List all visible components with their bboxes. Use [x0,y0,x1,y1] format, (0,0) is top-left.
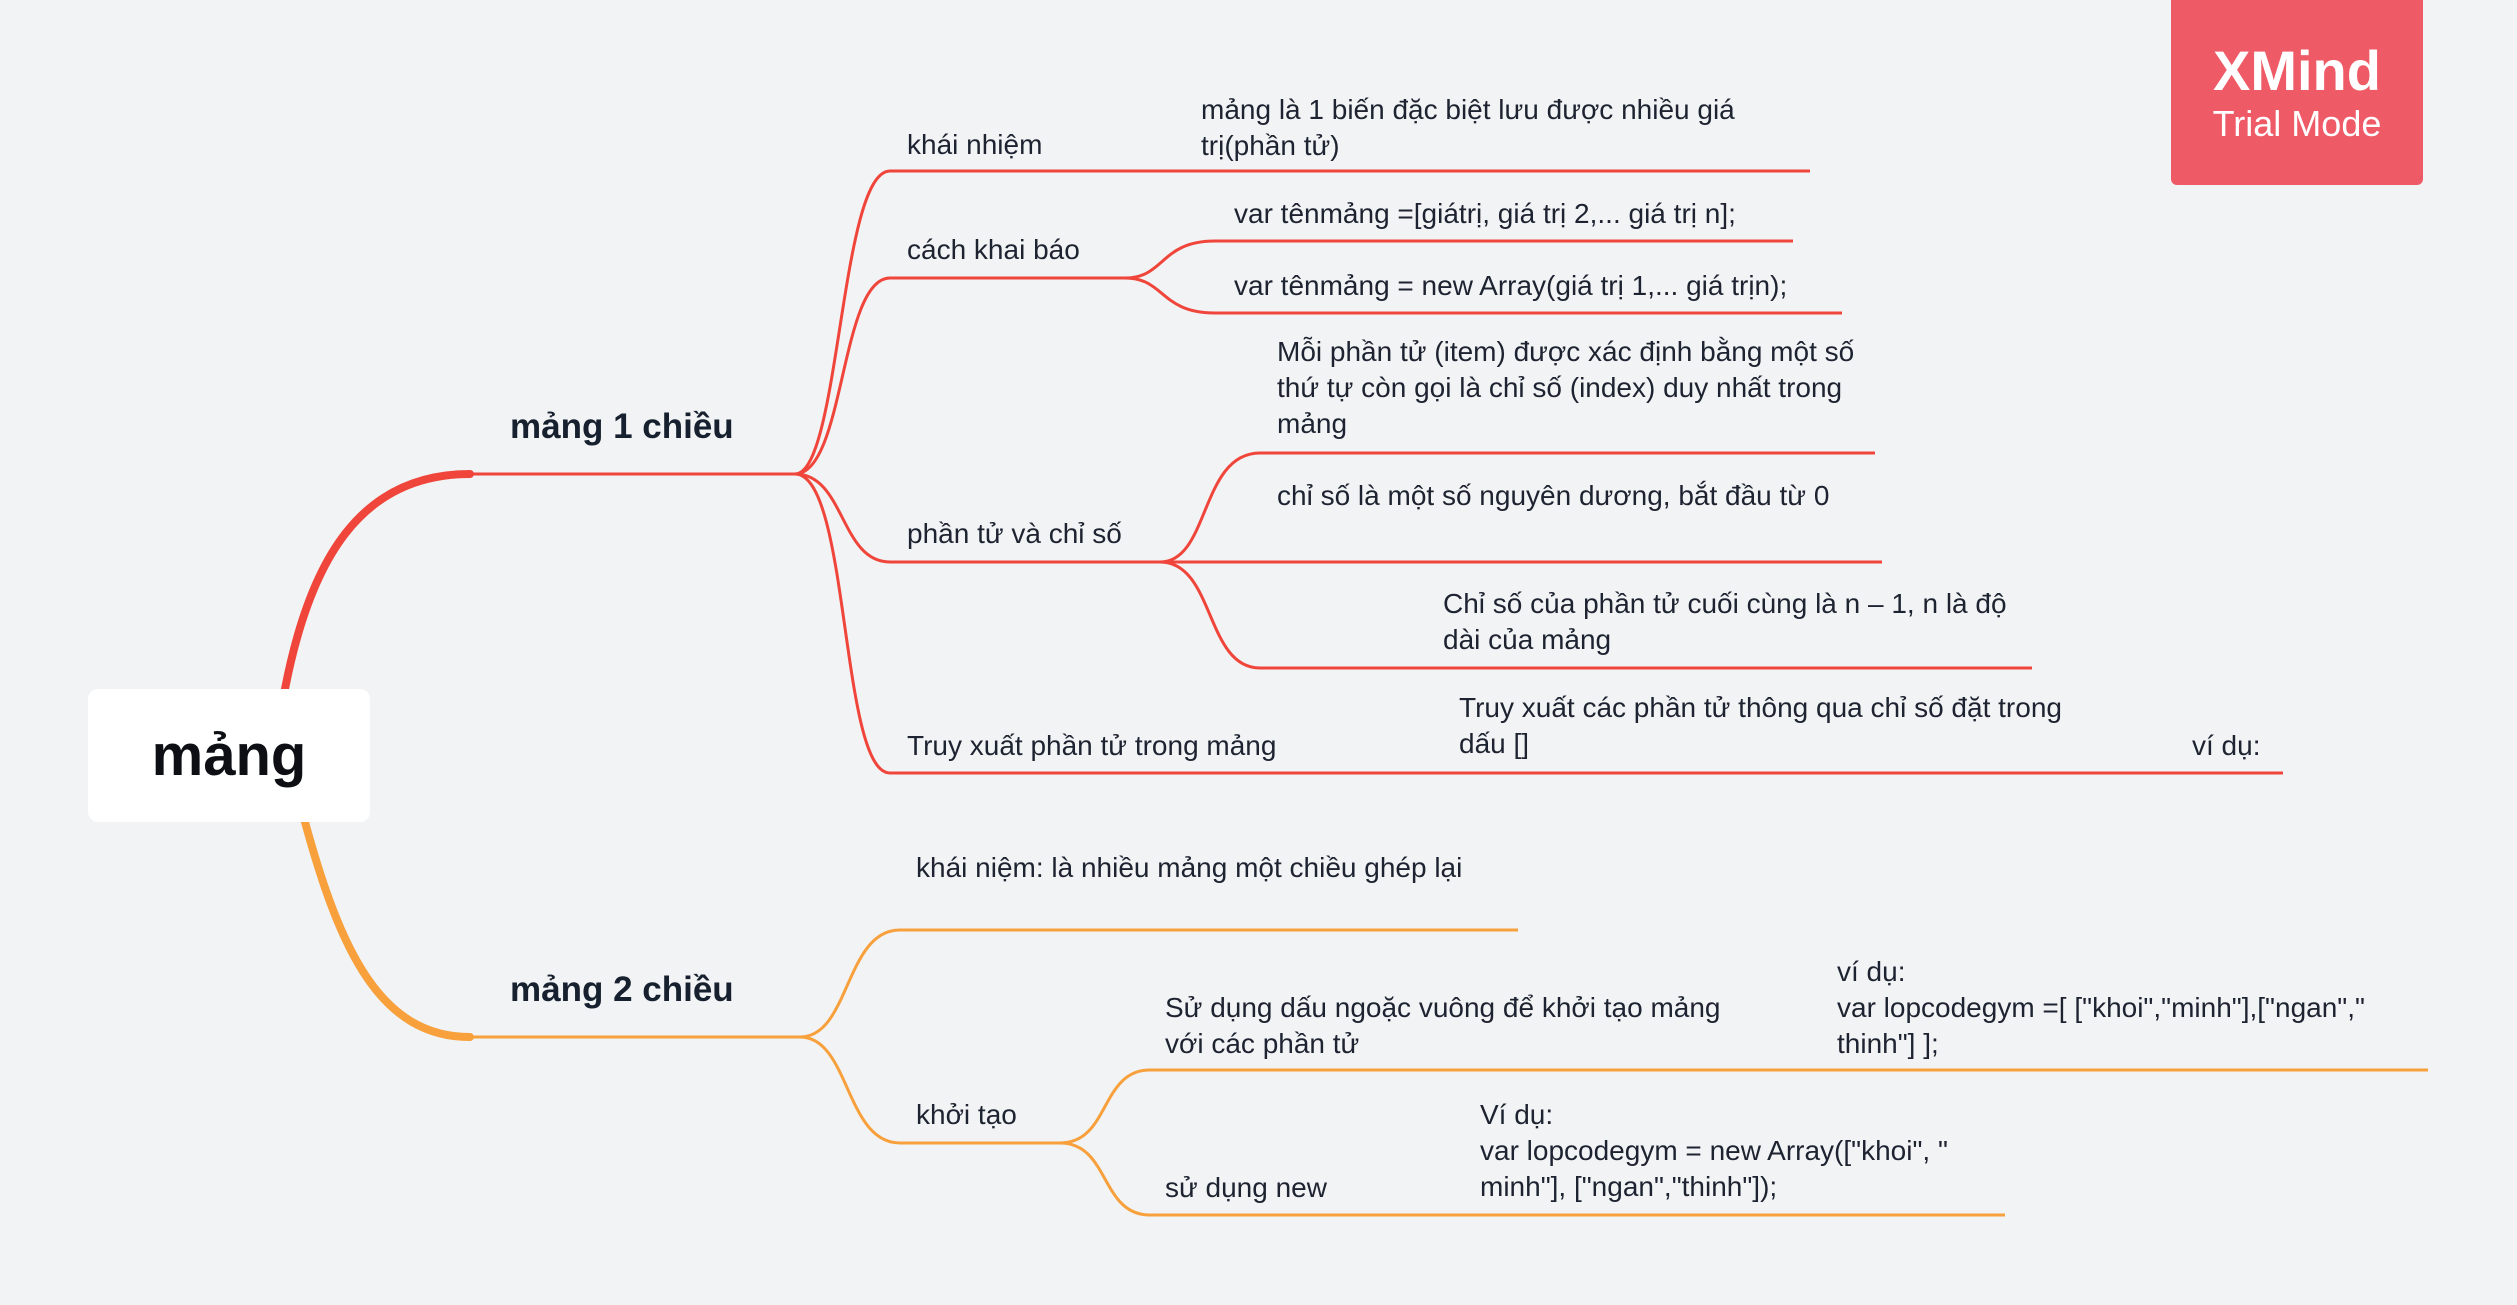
connector-khoi-tao-2 [1059,1141,1151,1217]
root-topic[interactable]: mảng [88,689,370,822]
connector-branch2-khoi-tao [799,1035,901,1145]
connector-branch1-khai-bao [794,276,891,476]
connector-phan-tu-3 [1159,560,1261,670]
connector-phan-tu-1 [1159,451,1261,564]
topic-chi-so-cuoi[interactable]: Chỉ số của phần tử cuối cùng là n – 1, n… [1443,588,2007,655]
connector-branch1-phan-tu [794,472,891,564]
topic-chi-so-nguyen-duong[interactable]: chỉ số là một số nguyên dương, bắt đầu t… [1277,480,1830,511]
connector-khoi-tao-1 [1059,1068,1151,1145]
watermark-mode: Trial Mode [2212,102,2382,144]
topic-cach-khai-bao[interactable]: cách khai báo [907,234,1080,265]
topic-truy-xuat-vi-du[interactable]: ví dụ: [2192,730,2261,761]
connector-khai-bao-1 [1124,239,1216,280]
topic-khai-bao-literal[interactable]: var tênmảng =[giátrị, giá trị 2,... giá … [1234,198,1736,229]
topic-2d-khai-niem[interactable]: khái niệm: là nhiều mảng một chiều ghép … [916,852,1463,883]
topic-su-dung-new-vi-du[interactable]: Ví dụ: var lopcodegym = new Array(["khoi… [1480,1099,1948,1202]
topic-khai-nhiem[interactable]: khái nhiệm [907,129,1043,160]
xmind-trial-watermark[interactable]: XMind Trial Mode [2171,0,2423,185]
topic-khoi-tao-ngoac-vuong[interactable]: Sử dụng dấu ngoặc vuông để khởi tạo mảng… [1165,992,1721,1059]
topic-phan-tu-va-chi-so[interactable]: phần tử và chỉ số [907,518,1122,549]
topic-truy-xuat-chi-so[interactable]: Truy xuất các phần tử thông qua chỉ số đ… [1459,692,2062,759]
connector-root-branch1 [281,470,474,693]
connector-khai-bao-2 [1124,276,1216,315]
branch-mang-1-chieu[interactable]: mảng 1 chiều [510,407,734,446]
topic-truy-xuat[interactable]: Truy xuất phần tử trong mảng [907,730,1277,761]
connector-root-branch2 [301,818,474,1041]
topic-khai-nhiem-definition[interactable]: mảng là 1 biến đặc biệt lưu được nhiều g… [1201,94,1735,161]
connector-branch2-khai-niem [799,928,901,1039]
topic-su-dung-new[interactable]: sử dụng new [1165,1172,1327,1203]
branch-mang-2-chieu[interactable]: mảng 2 chiều [510,970,734,1009]
watermark-brand: XMind [2213,38,2381,102]
root-topic-label: mảng [151,723,307,788]
topic-khai-bao-new-array[interactable]: var tênmảng = new Array(giá trị 1,... gi… [1234,270,1788,301]
topic-phan-tu-item[interactable]: Mỗi phần tử (item) được xác định bằng mộ… [1277,336,1855,439]
topic-khoi-tao-ngoac-vuong-vi-du[interactable]: ví dụ: var lopcodegym =[ ["khoi","minh"]… [1837,956,2365,1059]
connector-branch1-truy-xuat [794,472,891,775]
topic-khoi-tao[interactable]: khởi tạo [916,1099,1017,1130]
connector-branch1-khai-niem [794,169,891,476]
